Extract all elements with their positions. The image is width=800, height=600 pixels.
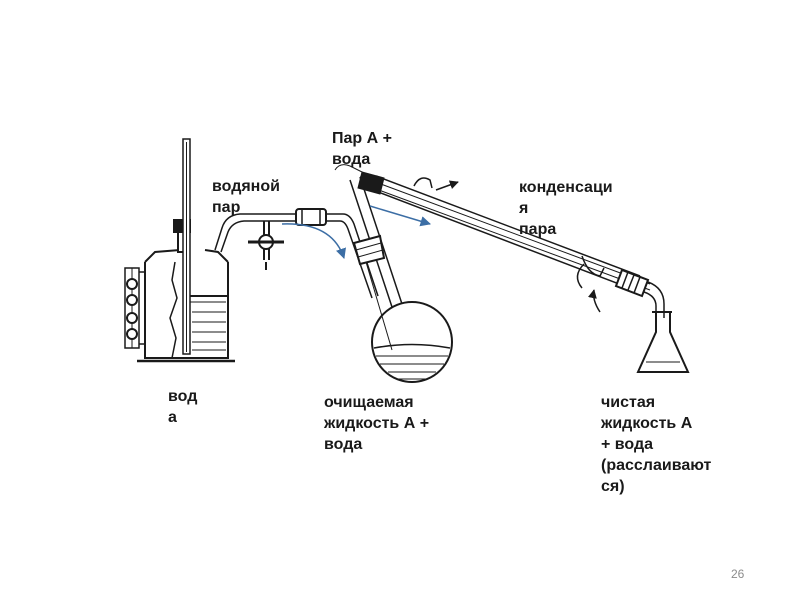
steam-flow-arrow <box>281 223 346 259</box>
steam-tube <box>214 208 379 299</box>
safety-tube <box>182 138 191 355</box>
label-condensation-line: пара <box>519 221 557 238</box>
water-out-arrow <box>435 180 459 191</box>
label-steam-line: пар <box>212 199 241 216</box>
label-pure-line: чистая <box>601 394 656 411</box>
label-purified-line: вода <box>324 436 363 453</box>
label-purified-liquid: очищаемая жидкость А + вода <box>324 392 429 455</box>
label-vapor-line: вода <box>332 151 371 168</box>
label-purified-line: жидкость А + <box>324 415 430 432</box>
label-pure-line: жидкость А <box>601 415 693 432</box>
label-pure-line: (расслаивают <box>601 457 712 474</box>
label-water-line: а <box>168 409 177 426</box>
water-in-arrow <box>588 289 601 313</box>
vapor-flow-arrow <box>369 205 432 227</box>
label-vapor-a-water: Пар А + вода <box>332 128 392 170</box>
condenser <box>357 171 665 318</box>
label-pure-line: ся) <box>601 478 625 495</box>
label-condensation-line: я <box>519 200 529 217</box>
label-purified-line: очищаемая <box>324 394 414 411</box>
steam-generator <box>124 219 235 363</box>
label-steam-line: водяной <box>212 178 280 195</box>
label-vapor-line: Пар А + <box>332 130 392 147</box>
label-water-line: вод <box>168 388 198 405</box>
label-steam: водяной пар <box>212 176 280 218</box>
receiver-flask <box>636 311 690 373</box>
label-pure-line: + вода <box>601 436 654 453</box>
label-pure-liquid: чистая жидкость А + вода (расслаивают ся… <box>601 392 711 497</box>
slide-number: 26 <box>731 567 745 581</box>
label-water: вод а <box>168 386 197 428</box>
label-condensation: конденсаци я пара <box>519 177 613 240</box>
label-condensation-line: конденсаци <box>519 179 613 196</box>
